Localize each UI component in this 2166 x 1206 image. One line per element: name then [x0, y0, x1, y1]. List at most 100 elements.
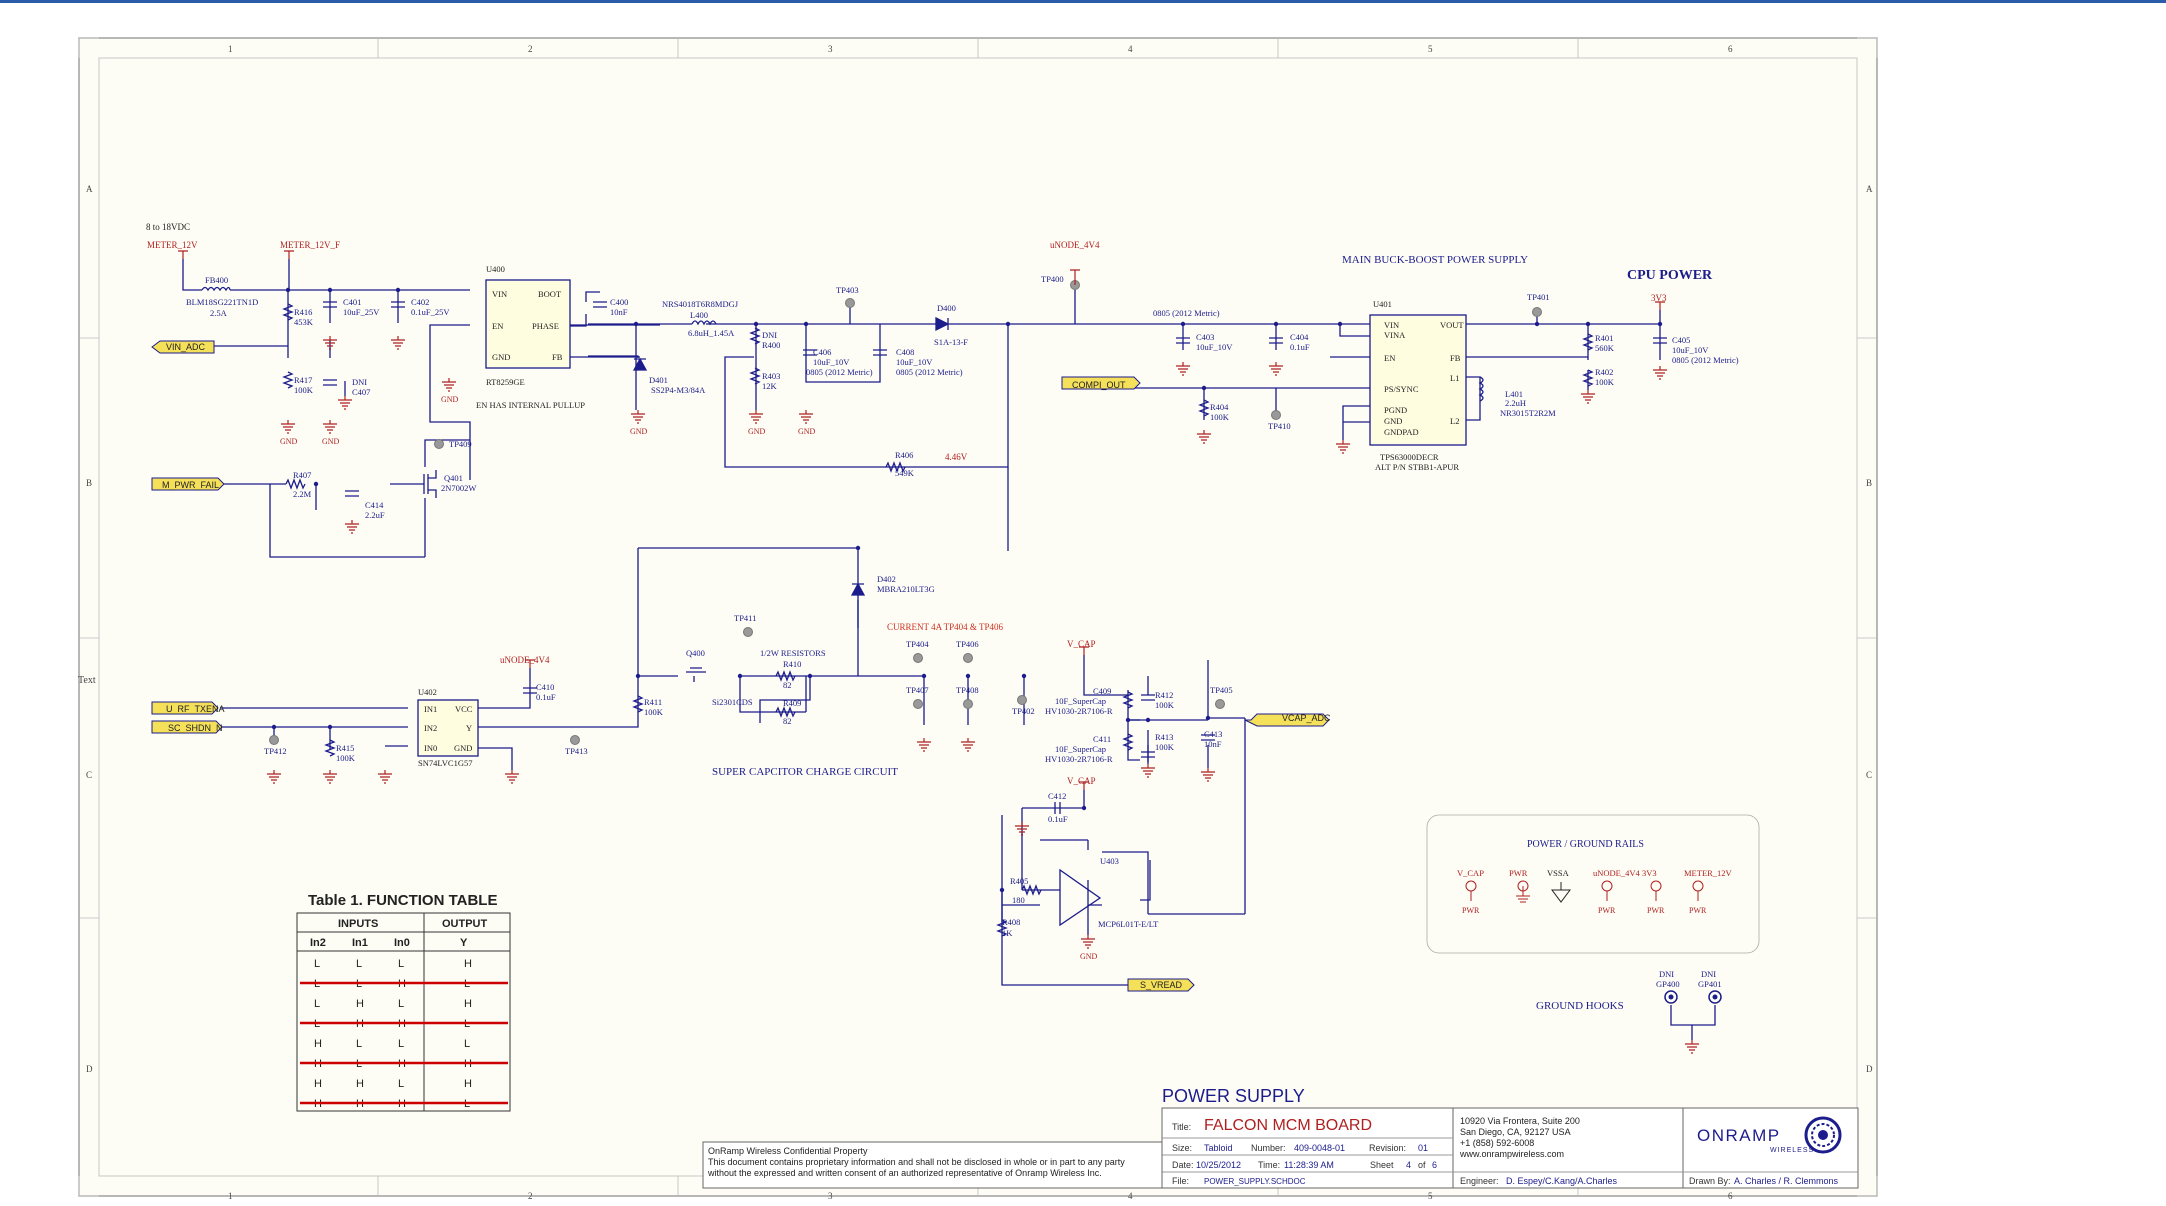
svg-text:TP401: TP401 [1527, 292, 1550, 302]
u400-part: RT8259GE [486, 377, 525, 387]
tb-file-label: File: [1172, 1176, 1189, 1186]
c413-val: 10nF [1204, 739, 1222, 749]
testpoint-tp401: TP401 [1527, 292, 1550, 317]
resistor-r417 [282, 371, 294, 389]
r412-ref: R412 [1155, 690, 1173, 700]
svg-text:PWR: PWR [1509, 868, 1528, 878]
c401-ref: C401 [343, 297, 361, 307]
onramp-logo: ONRAMP WIRELESS [1697, 1116, 1842, 1154]
svg-text:PWR: PWR [1689, 906, 1707, 915]
current-note: CURRENT 4A TP404 & TP406 [887, 622, 1004, 632]
u401-pin-gnd: GND [1384, 416, 1402, 426]
ground-icon [323, 770, 337, 784]
ground-icon [345, 520, 359, 534]
resistor-r411 [632, 695, 644, 713]
capacitor-c413 [1201, 734, 1215, 741]
ground-icon [1653, 366, 1667, 380]
testpoint-tp405: TP405 [1210, 685, 1233, 709]
svg-text:SC_SHDN_N: SC_SHDN_N [168, 723, 223, 733]
r400-dni: DNI [762, 330, 777, 340]
gp400-ref: GP400 [1656, 979, 1680, 989]
d400-part: S1A-13-F [934, 337, 968, 347]
col-marker: 1 [228, 1191, 233, 1201]
r404-ref: R404 [1210, 402, 1229, 412]
c414-val: 2.2uF [365, 510, 385, 520]
ground-icon [961, 738, 975, 752]
testpoint-tp411: TP411 [734, 613, 756, 637]
u401-ref: U401 [1373, 299, 1392, 309]
ground-hook-icon [1664, 990, 1678, 1004]
ft-group-inputs: INPUTS [338, 918, 378, 930]
tb-address-1: 10920 Via Frontera, Suite 200 [1460, 1116, 1580, 1126]
u402-ref: U402 [418, 687, 437, 697]
main-buck-boost-title: MAIN BUCK-BOOST POWER SUPPLY [1342, 254, 1528, 266]
function-table: Table 1. FUNCTION TABLE INPUTS OUTPUT In… [296, 892, 511, 1112]
u400-pin-vin: VIN [492, 289, 507, 299]
tb-number: 409-0048-01 [1294, 1143, 1345, 1153]
ground-icon [323, 336, 337, 350]
r406-ref: R406 [895, 450, 913, 460]
tb-sheets: 6 [1432, 1160, 1437, 1170]
sheet-border [78, 37, 1878, 1197]
ground-icon: GND [630, 410, 648, 436]
ferrite-bead-fb400 [201, 286, 231, 292]
col-marker: 3 [828, 44, 833, 54]
ft-cell: H [356, 998, 364, 1010]
ground-icon [505, 770, 519, 784]
gp401-dni: DNI [1701, 969, 1716, 979]
l401-ref: L401 [1505, 389, 1523, 399]
col-marker: 2 [528, 1191, 533, 1201]
r403-ref: R403 [762, 371, 780, 381]
c402-ref: C402 [411, 297, 429, 307]
tb-size: Tabloid [1204, 1143, 1233, 1153]
logo-ring-icon [1804, 1116, 1842, 1154]
net-meter-12v-f: METER_12V_F [280, 240, 340, 250]
svg-text:TP413: TP413 [565, 746, 588, 756]
inductor-l400 [691, 320, 717, 326]
capacitor-c400 [593, 301, 607, 308]
svg-text:VIN_ADC: VIN_ADC [166, 342, 206, 352]
svg-text:PWR: PWR [1598, 906, 1616, 915]
gp401-ref: GP401 [1698, 979, 1722, 989]
r407-val: 2.2M [293, 489, 312, 499]
svg-text:V_CAP: V_CAP [1457, 868, 1484, 878]
r405-val: 180 [1012, 895, 1025, 905]
c412-ref: C412 [1048, 791, 1066, 801]
u400-pin-en: EN [492, 321, 503, 331]
q401-part: 2N7002W [441, 483, 476, 493]
capacitor-c410 [523, 687, 537, 694]
u402-part: SN74LVC1G57 [418, 758, 472, 768]
r415-val: 100K [336, 753, 356, 763]
ft-cell: H [356, 1078, 364, 1090]
r417-ref: R417 [294, 375, 312, 385]
svg-text:METER_12V: METER_12V [1684, 868, 1733, 878]
c403-pkg: 0805 (2012 Metric) [1153, 308, 1220, 318]
tb-drawn: A. Charles / R. Clemmons [1734, 1176, 1839, 1186]
c405-pkg: 0805 (2012 Metric) [1672, 355, 1739, 365]
capacitor-c403 [1176, 337, 1190, 344]
r408-val: 1K [1002, 928, 1013, 938]
ground-icon: GND [322, 420, 340, 446]
r401-val: 560K [1595, 343, 1615, 353]
row-marker: B [1866, 478, 1872, 488]
ft-header: In2 [310, 937, 326, 949]
c405-ref: C405 [1672, 335, 1690, 345]
r417-val: 100K [294, 385, 314, 395]
r402-val: 100K [1595, 377, 1615, 387]
d401-part: SS2P4-M3/84A [651, 385, 706, 395]
logo-sub: WIRELESS [1770, 1147, 1814, 1154]
mosfet-q400 [686, 667, 706, 682]
row-marker: D [1866, 1064, 1873, 1074]
ground-hooks-title: GROUND HOOKS [1536, 1000, 1624, 1012]
capacitor-c401 [323, 301, 337, 308]
ft-cell: L [398, 958, 404, 970]
u402-pin-vcc: VCC [455, 704, 473, 714]
power-arrows [178, 250, 1665, 790]
col-marker: 5 [1428, 1191, 1433, 1201]
ft-header: In0 [394, 937, 410, 949]
col-marker: 3 [828, 1191, 833, 1201]
